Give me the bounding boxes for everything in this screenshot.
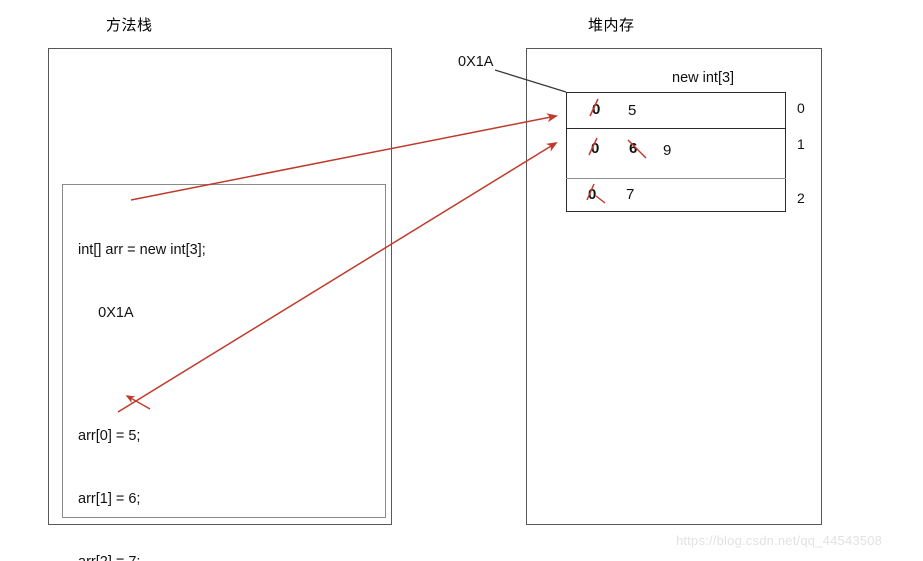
code-line-address: 0X1A	[78, 305, 134, 321]
watermark: https://blog.csdn.net/qq_44543508	[676, 533, 883, 548]
cell-0-initial-value: 0	[592, 101, 601, 118]
code-line-assign-1: arr[1] = 6;	[78, 491, 141, 507]
cell-1-value: 6	[629, 140, 638, 157]
cell-0-value: 5	[628, 102, 637, 119]
code-spacer	[78, 366, 266, 384]
cell-1-replacement-value: 9	[663, 142, 672, 159]
code-line-declaration: int[] arr = new int[3];	[78, 242, 206, 258]
cell-0-index: 0	[797, 100, 805, 116]
heap-section-title: 堆内存	[588, 17, 635, 34]
heap-address-label: 0X1A	[458, 54, 494, 70]
code-line-assign-2: arr[2] = 7;	[78, 552, 266, 561]
code-block: int[] arr = new int[3]; 0X1A arr[0] = 5;…	[78, 198, 266, 561]
array-type-label: new int[3]	[672, 70, 735, 86]
cell-2-index: 2	[797, 190, 805, 206]
cell-2-value: 7	[626, 186, 635, 203]
array-cell-divider-1	[566, 128, 786, 129]
cell-1-index: 1	[797, 136, 805, 152]
heap-array-box	[566, 92, 786, 212]
code-line-assign-0: arr[0] = 5;	[78, 428, 141, 444]
cell-2-initial-value: 0	[588, 186, 597, 203]
array-cell-divider-2	[566, 178, 786, 179]
cell-1-initial-value: 0	[591, 140, 600, 157]
stack-section-title: 方法栈	[106, 17, 153, 34]
